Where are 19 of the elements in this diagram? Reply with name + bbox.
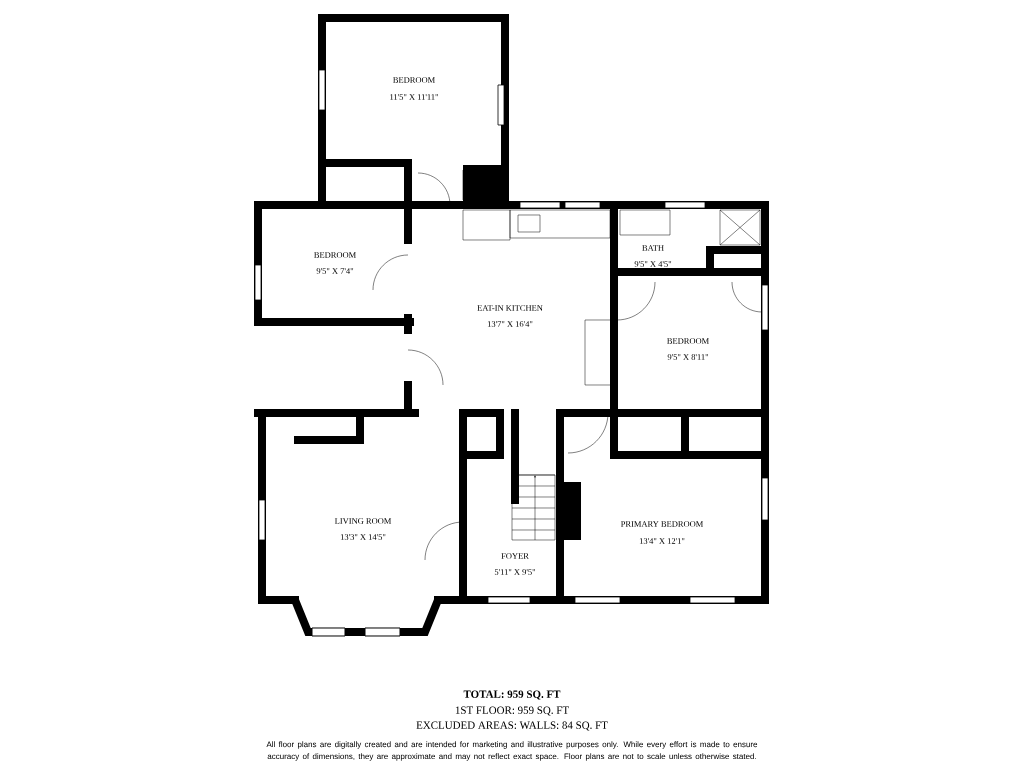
area-summary: EXCLUDED AREAS: WALLS: 84 SQ. FT [416, 721, 608, 731]
room-label: LIVING ROOM [334, 518, 392, 524]
room-label: 13'7" X 16'4" [487, 321, 533, 327]
room-label: PRIMARY BEDROOM [620, 521, 704, 527]
room-label: 9'5" X 7'4" [316, 268, 354, 274]
room-label: BEDROOM [393, 77, 435, 83]
room-label: BATH [642, 245, 664, 251]
room-label: 9'5" X 4'5" [634, 261, 672, 267]
room-label: 13'3" X 14'5" [340, 534, 386, 540]
room-label: 5'11" X 9'5" [494, 569, 536, 575]
room-label: BEDROOM [667, 338, 709, 344]
area-summary: TOTAL: 959 SQ. FT [463, 690, 561, 700]
room-label: 9'5" X 8'11" [667, 354, 709, 360]
room-label: BEDROOM [314, 252, 356, 258]
room-label: EAT-IN KITCHEN [477, 305, 543, 311]
room-label: 11'5" X 11'11" [390, 94, 438, 100]
room-label: 13'4" X 12'1" [639, 538, 685, 544]
room-label: FOYER [501, 553, 529, 559]
area-summary: 1ST FLOOR: 959 SQ. FT [455, 706, 569, 716]
